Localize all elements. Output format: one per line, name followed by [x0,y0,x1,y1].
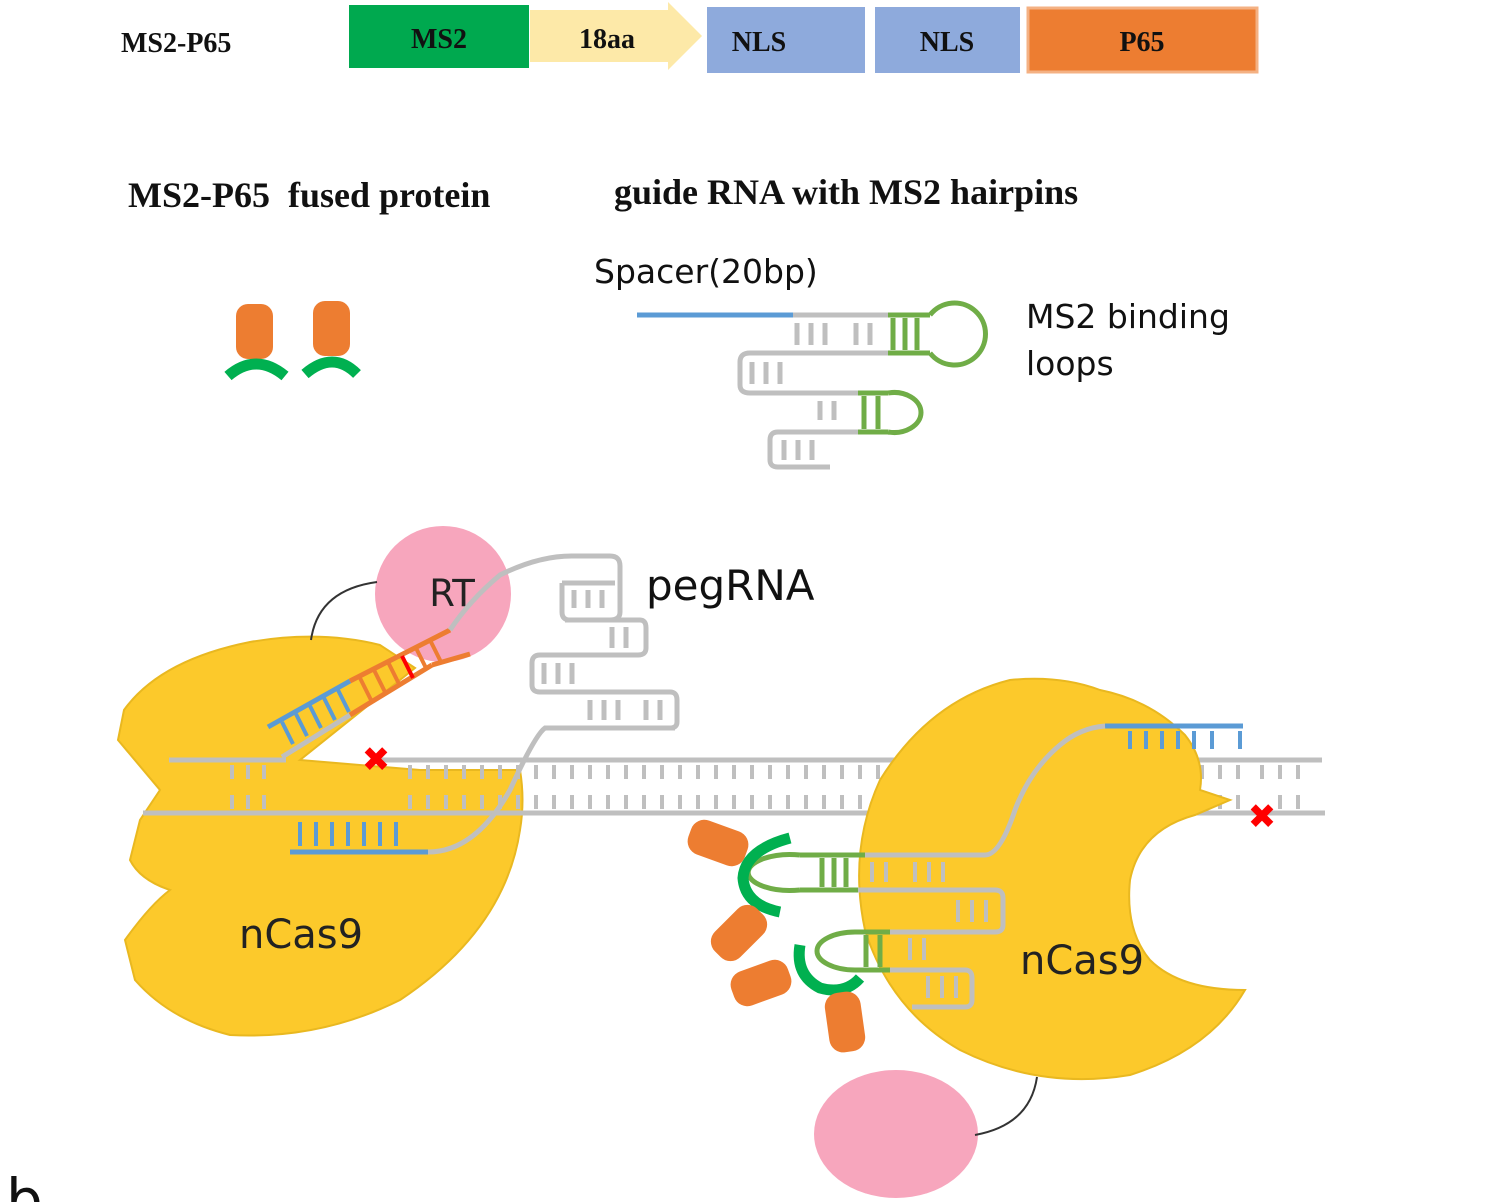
nick-mark-left: ✖ [362,740,391,780]
fused-protein-icon-2 [301,301,361,379]
ms2-hairpin-2 [858,390,924,435]
ms2-binding-label-line2: loops [1026,344,1114,383]
fused-protein-icon-1 [224,304,289,381]
ncas9-left [116,635,524,1037]
ms2-hairpin-1 [888,300,988,368]
pegrna-label: pegRNA [646,561,815,610]
right-guide-rna [745,852,1006,1010]
right-top-spacer [865,723,1243,858]
rt-linker-right [974,1076,1038,1136]
spacer-label: Spacer(20bp) [594,252,818,291]
left-bottom-spacer [290,725,675,855]
ms2-binding-label-line1: MS2 binding [1026,297,1230,336]
construct-name: MS2-P65 [121,28,231,59]
panel-letter: b [6,1166,43,1202]
rt-enzyme-right [814,1070,978,1198]
construct-segment-p65 [1026,6,1259,74]
construct-segment-nls-2 [875,7,1020,73]
rt-linker [310,581,378,641]
construct-segment-nls-2-label: NLS [920,27,974,58]
ncas9-left-label: nCas9 [239,912,363,958]
guide-rna-structure [637,300,988,470]
construct-segment-nls-1 [707,7,865,73]
bound-ms2-p65 [687,819,866,1053]
construct-segment-p65-label: P65 [1119,27,1164,58]
pegrna-scaffold [529,580,680,731]
construct-segment-ms2-label: MS2 [411,24,467,55]
construct-segment-ms2 [349,5,529,68]
nick-mark-right: ✖ [1248,797,1277,837]
ncas9-right-label: nCas9 [1020,938,1144,984]
fused-protein-title: MS2-P65 fused protein [128,175,490,215]
construct-segment-linker [530,2,702,70]
construct-segment-linker-label: 18aa [579,24,635,55]
guide-rna-title: guide RNA with MS2 hairpins [614,172,1078,212]
rt-enzyme [375,526,511,662]
construct-segment-nls-1-label: NLS [732,27,786,58]
rt-template-flap [266,553,623,760]
